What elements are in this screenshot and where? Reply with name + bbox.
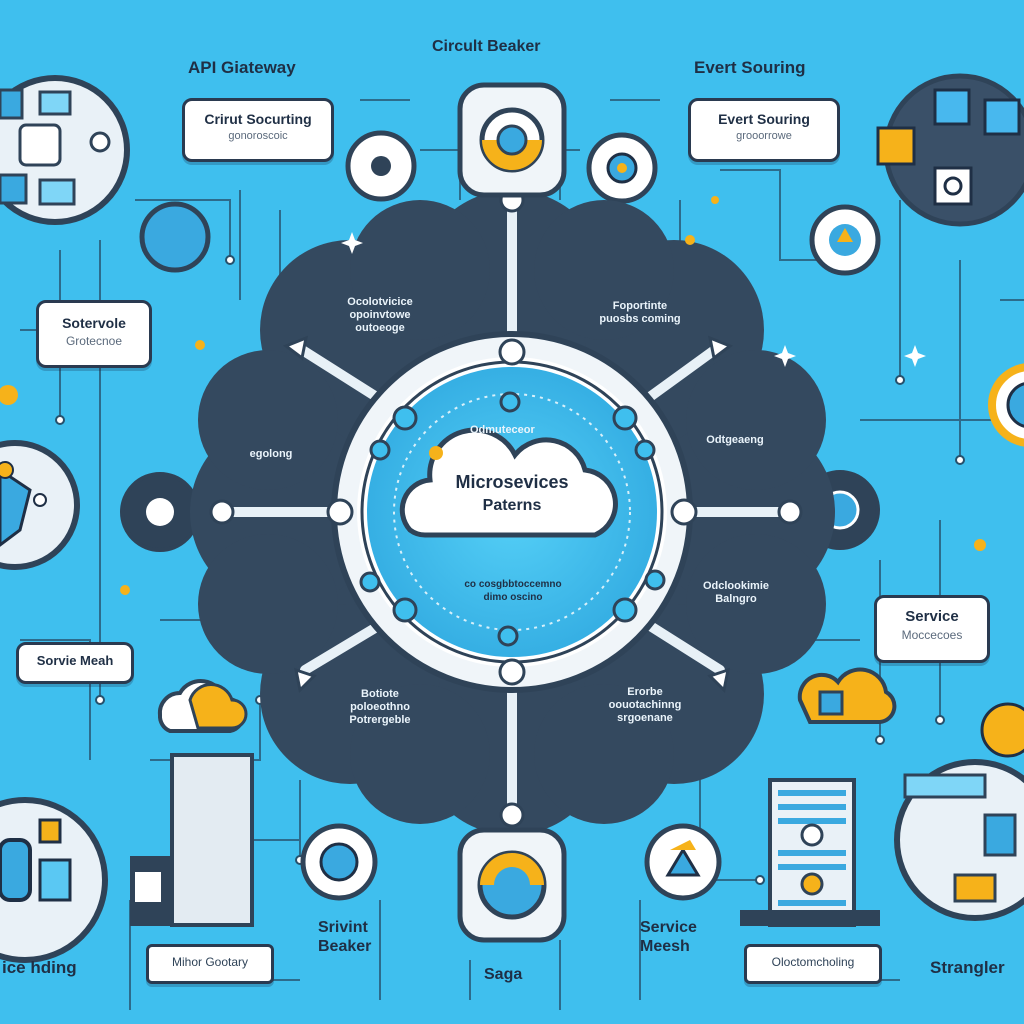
tr-circle [876, 73, 1024, 227]
petal-bottom-side: Odclookimie Balngro [702, 580, 770, 605]
ring-nodes [326, 338, 698, 686]
label-saga: Saga [484, 966, 523, 983]
center-bottom-caption: co cosgbbtoccemno dimo oscino [464, 579, 562, 603]
clouds [157, 667, 897, 733]
box-service-right: Service Moccecoes [874, 595, 990, 663]
box-event-sourcing: Evert Souring grooorrowe [688, 98, 840, 162]
center-title: Microsevices Paterns [380, 470, 644, 518]
center-top-caption: Odmuteceor [470, 424, 535, 436]
label-api-gateway: API Giateway [188, 58, 296, 77]
box-crit-sourcing-sub: gonoroscoic [228, 130, 288, 142]
box-oloctomcholing: Oloctomcholing [744, 944, 882, 984]
box-sotervole: Sotervole Grotecnoe [36, 300, 152, 368]
label-srvint-beaker: Srivint Beaker [318, 919, 372, 955]
sparkles [341, 232, 926, 367]
box-service-right-sub: Moccecoes [901, 628, 963, 642]
box-sotervole-sub: Grotecnoe [65, 334, 123, 348]
petal-left: egolong [249, 448, 293, 460]
box-sotervole-title: Sotervole [62, 315, 126, 331]
right-ring [988, 363, 1024, 447]
petal-top-left: Ocolotvicice opoinvtowe outoeoge [347, 296, 413, 334]
main-ring [331, 331, 693, 693]
box-service-right-title: Service [905, 608, 959, 625]
box-servie-meah: Sorvie Meah [16, 642, 134, 684]
petal-bottom-left: Botiote poloeothno Potrergeble [349, 688, 411, 726]
box-event-sourcing-sub: grooorrowe [736, 130, 792, 142]
box-event-sourcing-title: Evert Souring [718, 111, 810, 127]
petal-bottom-right: Erorbe oouotachinng srgoenane [608, 686, 682, 724]
tl-circle [0, 75, 130, 225]
label-circuit-breaker: Circult Beaker [432, 38, 541, 55]
box-servie-meah-title: Sorvie Meah [36, 653, 114, 668]
label-event-sourcing: Evert Souring [694, 58, 806, 77]
petal-top-right: Foportinte puosbs coming [599, 300, 681, 325]
tiles [457, 82, 567, 943]
br-circle [894, 702, 1024, 921]
box-crit-sourcing: Crirut Socurting gonoroscoic [182, 98, 334, 162]
label-ice-hding: ice hding [2, 958, 77, 977]
gold-dots [0, 196, 986, 595]
buildings [130, 753, 880, 927]
box-mihor-gootary-title: Mihor Gootary [171, 955, 249, 969]
bl-circle [0, 797, 108, 963]
spoke-nodes [209, 187, 803, 828]
label-service-meesh: Service Meesh [640, 919, 697, 955]
box-oloctomcholing-title: Oloctomcholing [771, 955, 855, 969]
petal-right: Odtgeaeng [706, 434, 764, 446]
box-mihor-gootary: Mihor Gootary [146, 944, 274, 984]
center-title-line1: Microsevices [455, 472, 569, 492]
box-crit-sourcing-title: Crirut Socurting [204, 111, 312, 127]
label-strangler: Strangler [930, 958, 1005, 977]
left-circle [0, 440, 80, 570]
center-title-line2: Paterns [482, 497, 542, 514]
